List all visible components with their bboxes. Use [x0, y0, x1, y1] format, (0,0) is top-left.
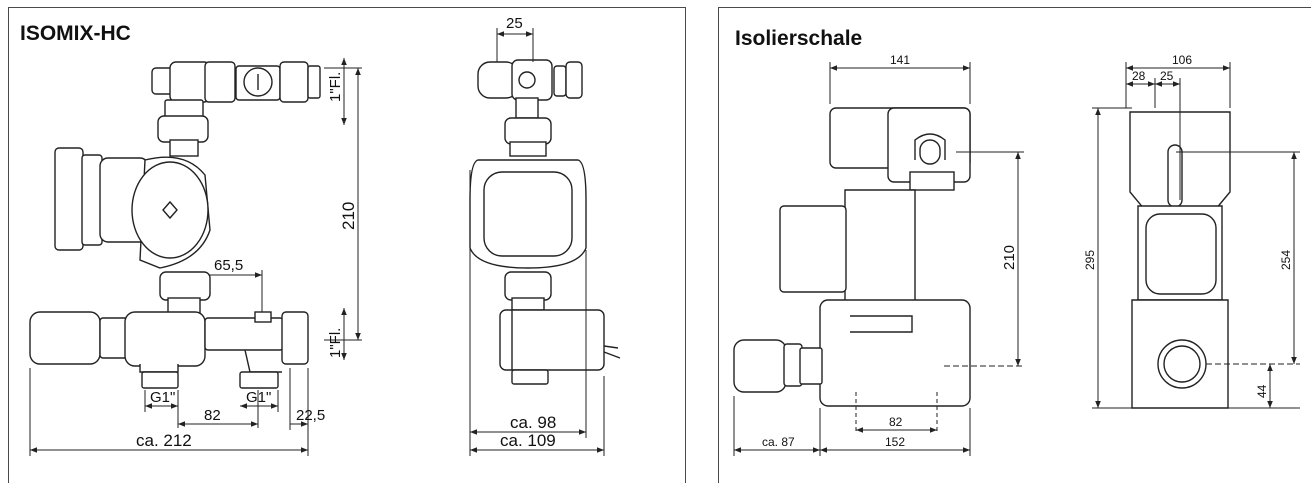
dim-front-width: 141 — [890, 53, 910, 67]
dim-side-a: 28 — [1132, 69, 1146, 83]
isolierschale-side-dimensions — [1092, 62, 1300, 409]
isomix-front-dimension-labels: 210 1"Fl. 1"Fl. 65,5 G1" G1" 82 22,5 ca.… — [136, 72, 358, 450]
dim-side-b: 25 — [1160, 69, 1174, 83]
dim-g1-left: G1" — [150, 389, 175, 406]
panel-title-isomix: ISOMIX-HC — [20, 22, 131, 45]
isolierschale-side-view — [1129, 111, 1231, 409]
dim-side-width: 106 — [1172, 53, 1192, 67]
dim-spacing-82: 82 — [204, 407, 221, 424]
panel-title-isolierschale: Isolierschale — [735, 27, 863, 50]
dim-total-width: ca. 212 — [136, 431, 192, 450]
isomix-side-view — [469, 59, 621, 385]
dim-side-total: ca. 109 — [500, 431, 556, 450]
isolierschale-front-dimension-labels: 141 210 82 152 ca. 87 — [762, 53, 1018, 449]
dim-side-height: 254 — [1279, 250, 1293, 270]
dim-front-left: ca. 87 — [762, 435, 795, 449]
dim-height-210: 210 — [339, 202, 358, 230]
dim-g1-right: G1" — [246, 389, 271, 406]
isomix-side-dimensions — [469, 28, 605, 456]
dim-side-total-height: 295 — [1083, 250, 1097, 270]
isolierschale-front-view — [733, 107, 971, 407]
isolierschale-front-dimensions — [733, 62, 1024, 456]
dim-width-top: 25 — [506, 15, 523, 32]
dim-offset: 65,5 — [214, 257, 243, 274]
isomix-side-dimension-labels: 25 ca. 98 ca. 109 — [500, 15, 556, 450]
dim-front-height: 210 — [1001, 245, 1018, 270]
dim-side-bottom: 44 — [1255, 384, 1269, 398]
dim-thread-bottom: 1"Fl. — [327, 328, 344, 358]
dim-end-offset: 22,5 — [296, 407, 325, 424]
isolierschale-side-dimension-labels: 106 28 25 295 254 44 — [1083, 53, 1293, 398]
dim-side-depth: ca. 98 — [510, 413, 556, 432]
isomix-front-view — [29, 61, 321, 389]
dim-front-spacing: 82 — [889, 415, 903, 429]
dim-thread-top: 1"Fl. — [327, 72, 344, 102]
dim-front-base: 152 — [885, 435, 905, 449]
isomix-front-dimensions — [29, 58, 362, 456]
